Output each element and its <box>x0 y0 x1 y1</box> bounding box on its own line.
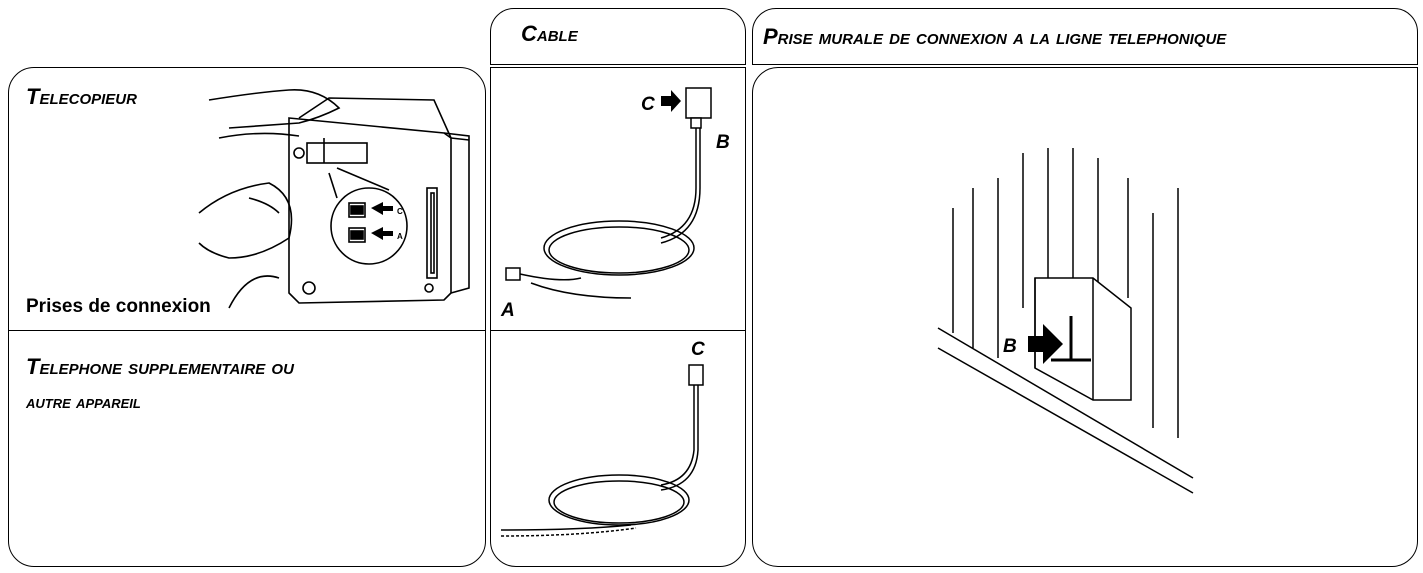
connection-sockets-caption: Prises de connexion <box>26 296 211 317</box>
cable-top-illustration: C B A <box>500 87 730 321</box>
arrow-icon <box>661 90 681 112</box>
telephone-title-line2: autre appareil <box>26 392 141 413</box>
cable-label-a: A <box>500 300 515 321</box>
wall-socket-header-text: Prise murale de connexion a la ligne tel… <box>763 24 1227 49</box>
cable-label-c: C <box>641 94 655 115</box>
panel-divider <box>9 330 485 331</box>
cable-label-b: B <box>716 132 730 153</box>
fax-illustration: C A <box>198 89 470 309</box>
cable-bottom-illustration: C <box>500 339 705 537</box>
wall-socket-header: Prise murale de connexion a la ligne tel… <box>752 8 1418 65</box>
jack-label-a: A <box>397 232 403 241</box>
cable-header: Cable <box>490 8 746 65</box>
cable-divider <box>491 330 745 331</box>
jack-label-c: C <box>397 207 403 216</box>
telephone-title-line1: Telephone supplementaire ou <box>26 354 294 379</box>
cable-panel: C B A C <box>490 67 746 567</box>
wall-socket-panel: B <box>752 67 1418 567</box>
wall-label-b: B <box>1003 336 1017 357</box>
telecopieur-title: Telecopieur <box>26 84 137 109</box>
cable-header-text: Cable <box>521 21 578 46</box>
cable-bottom-label-c: C <box>691 339 705 360</box>
device-panel: Telecopieur Prises de connexion <box>8 67 486 567</box>
wall-socket-illustration: B <box>937 148 1194 494</box>
arrow-icon <box>1028 324 1063 364</box>
